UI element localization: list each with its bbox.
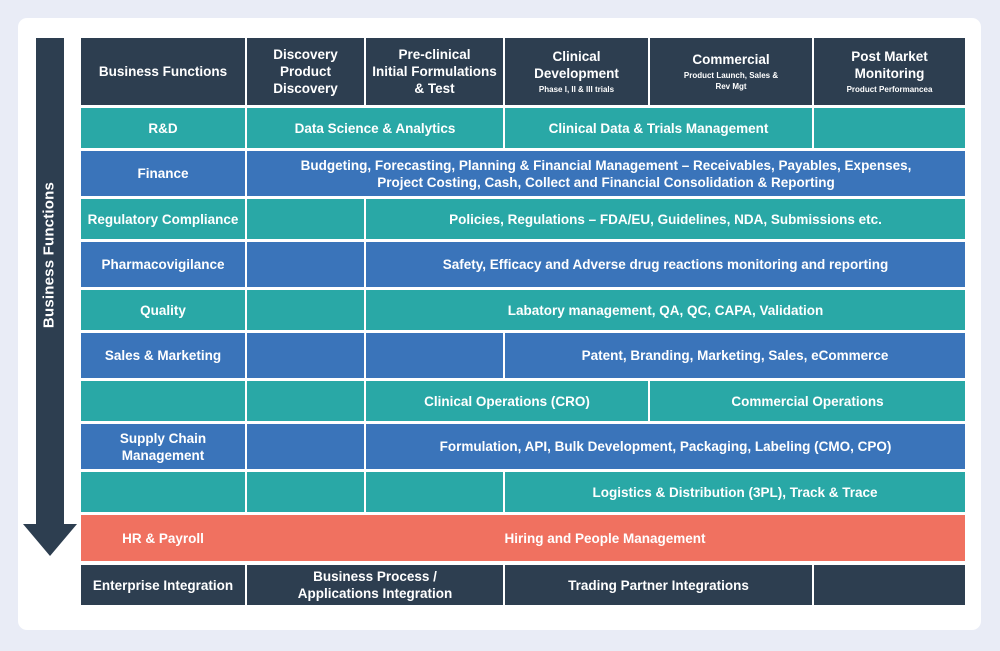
row-label-regulatory: Regulatory Compliance xyxy=(81,199,245,239)
rd-empty xyxy=(814,108,965,148)
logistics-empty-2 xyxy=(366,472,503,512)
hr-content: Hiring and People Management xyxy=(245,515,965,561)
logistics-empty-1 xyxy=(247,472,364,512)
header-discovery: Discovery Product Discovery xyxy=(247,38,364,105)
row-label-rd: R&D xyxy=(81,108,245,148)
quality-empty xyxy=(247,290,364,330)
regulatory-content: Policies, Regulations – FDA/EU, Guidelin… xyxy=(366,199,965,239)
supply-chain-empty xyxy=(247,424,364,469)
pharmacovigilance-empty xyxy=(247,242,364,287)
supply-chain-content: Formulation, API, Bulk Development, Pack… xyxy=(366,424,965,469)
row-label-pharmacovigilance: Pharmacovigilance xyxy=(81,242,245,287)
sales-empty-2 xyxy=(366,333,503,378)
row-label-quality: Quality xyxy=(81,290,245,330)
regulatory-empty xyxy=(247,199,364,239)
header-business-functions: Business Functions xyxy=(81,38,245,105)
commercial-operations: Commercial Operations xyxy=(650,381,965,421)
sales-empty-1 xyxy=(247,333,364,378)
quality-content: Labatory management, QA, QC, CAPA, Valid… xyxy=(366,290,965,330)
sales-content: Patent, Branding, Marketing, Sales, eCom… xyxy=(505,333,965,378)
rd-data-science: Data Science & Analytics xyxy=(247,108,503,148)
row-label-hr: HR & Payroll xyxy=(81,515,245,561)
business-process-integration: Business Process / Applications Integrat… xyxy=(247,565,503,605)
trading-partner-integrations: Trading Partner Integrations xyxy=(505,565,812,605)
operations-empty xyxy=(247,381,364,421)
enterprise-empty xyxy=(814,565,965,605)
row-label-supply-chain: Supply Chain Management xyxy=(81,424,245,469)
operations-label-empty xyxy=(81,381,245,421)
logistics-label-empty xyxy=(81,472,245,512)
row-label-finance: Finance xyxy=(81,151,245,196)
header-preclinical: Pre-clinical Initial Formulations & Test xyxy=(366,38,503,105)
pharmacovigilance-content: Safety, Efficacy and Adverse drug reacti… xyxy=(366,242,965,287)
row-label-enterprise: Enterprise Integration xyxy=(81,565,245,605)
clinical-operations: Clinical Operations (CRO) xyxy=(366,381,648,421)
rd-clinical-data: Clinical Data & Trials Management xyxy=(505,108,812,148)
row-label-sales: Sales & Marketing xyxy=(81,333,245,378)
finance-content: Budgeting, Forecasting, Planning & Finan… xyxy=(247,151,965,196)
logistics-content: Logistics & Distribution (3PL), Track & … xyxy=(505,472,965,512)
